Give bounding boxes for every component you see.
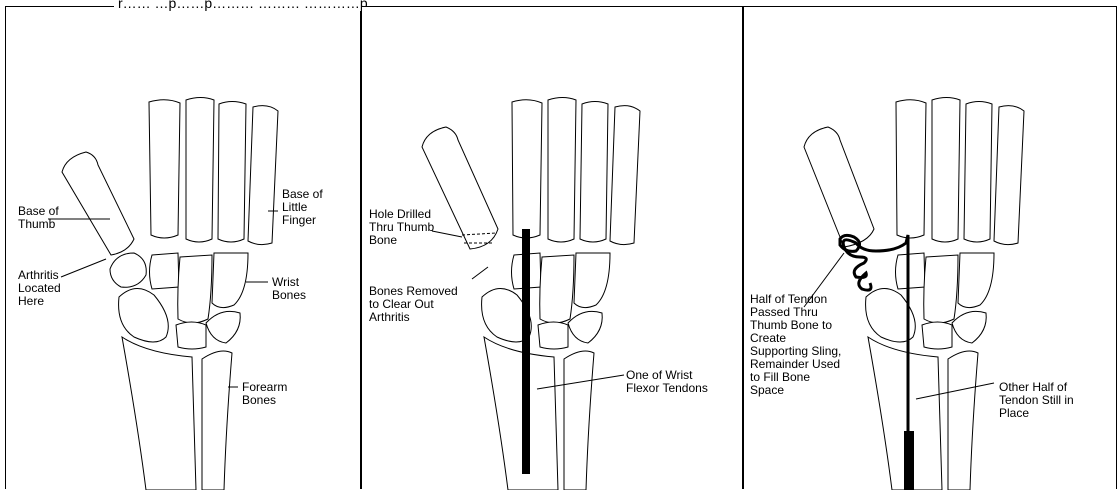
ulna: [948, 351, 978, 490]
ulna: [202, 351, 232, 490]
tendon-remaining: [904, 431, 914, 490]
label-base-little-finger: Base of Little Finger: [282, 188, 323, 227]
metacarpal-little: [610, 106, 640, 245]
label-arthritis-located: Arthritis Located Here: [18, 269, 61, 308]
metacarpal-ring: [580, 102, 608, 243]
capitate: [924, 255, 958, 323]
thumb-metacarpal: [804, 127, 874, 247]
label-forearm-bones: Forearm Bones: [242, 381, 287, 407]
leader-arthritis: [61, 259, 106, 277]
lunate: [922, 322, 952, 349]
metacarpal-index: [512, 100, 542, 238]
hamate: [212, 253, 248, 308]
leader-bones-removed: [472, 267, 488, 279]
metacarpal-ring: [218, 102, 246, 243]
triquetrum: [952, 311, 986, 343]
leader-hole-drilled: [432, 231, 462, 237]
radius: [122, 337, 196, 490]
lunate: [176, 322, 206, 349]
label-half-tendon: Half of Tendon Passed Thru Thumb Bone to…: [750, 293, 841, 397]
trapezoid: [150, 253, 180, 289]
capitate: [540, 255, 574, 323]
hand-bones-illustration: [6, 7, 362, 490]
capitate: [178, 255, 212, 323]
radius: [484, 337, 558, 490]
metacarpal-index: [149, 100, 180, 238]
panel-normal-anatomy: r…… …p……p……… ……… …………p………… Base of Thumb…: [5, 6, 361, 489]
hamate: [574, 253, 610, 308]
metacarpal-middle: [932, 98, 960, 243]
label-wrist-bones: Wrist Bones: [272, 276, 306, 302]
triquetrum: [568, 311, 602, 343]
ulna: [564, 351, 594, 490]
label-hole-drilled: Hole Drilled Thru Thumb Bone: [369, 208, 434, 247]
metacarpal-index: [896, 100, 926, 238]
triquetrum: [206, 311, 240, 343]
hand-bones-illustration: [362, 7, 744, 490]
thumb-metacarpal: [62, 152, 134, 255]
trapezium: [110, 253, 146, 287]
metacarpal-ring: [964, 102, 992, 243]
metacarpal-middle: [186, 98, 214, 243]
metacarpal-little: [248, 106, 278, 245]
label-other-half: Other Half of Tendon Still in Place: [999, 381, 1074, 420]
flexor-tendon: [522, 229, 530, 474]
hamate: [958, 253, 994, 308]
label-flexor-tendon: One of Wrist Flexor Tendons: [626, 369, 708, 395]
metacarpal-little: [994, 106, 1024, 245]
label-base-of-thumb: Base of Thumb: [18, 205, 59, 231]
label-bones-removed: Bones Removed to Clear Out Arthritis: [369, 285, 458, 324]
metacarpal-middle: [548, 98, 576, 243]
panel-tendon-sling: Half of Tendon Passed Thru Thumb Bone to…: [743, 6, 1117, 489]
scaphoid: [119, 288, 169, 342]
panel-bones-removed: Hole Drilled Thru Thumb Bone Bones Remov…: [361, 6, 743, 489]
trapezoid: [896, 253, 926, 289]
lunate: [538, 322, 568, 349]
